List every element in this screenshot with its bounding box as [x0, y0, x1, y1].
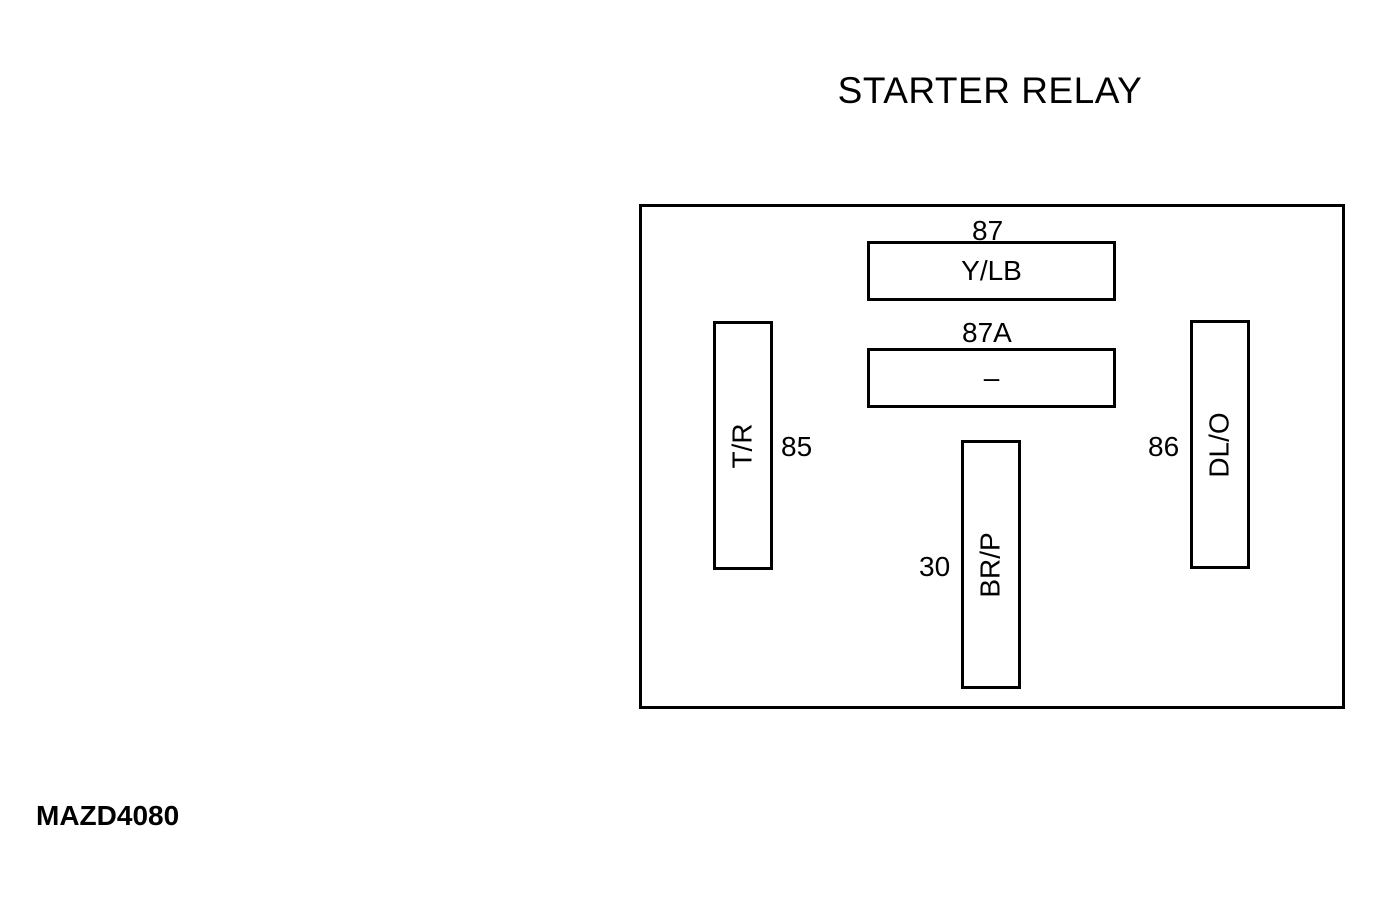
pin-87-number: 87 — [972, 215, 1004, 246]
pin-87a-wire-color: – — [983, 362, 1000, 393]
pin-87-wire-color: Y/LB — [961, 255, 1022, 286]
pin-30-terminal: BR/P — [961, 440, 1021, 689]
pin-86-terminal: DL/O — [1190, 320, 1250, 569]
pin-85-wire-color: T/R — [726, 422, 758, 469]
relay-outline: 87 Y/LB 87A – T/R 85 DL/O 86 BR/P 30 — [639, 204, 1345, 709]
pin-85-number: 85 — [781, 431, 813, 462]
pin-87-terminal: Y/LB — [867, 241, 1116, 301]
pin-86-number: 86 — [1148, 431, 1180, 462]
pin-30-number: 30 — [919, 551, 951, 582]
diagram-title: STARTER RELAY — [837, 70, 1143, 111]
figure-code: MAZD4080 — [36, 800, 180, 831]
pin-85-terminal: T/R — [713, 321, 773, 570]
pin-87a-terminal: – — [867, 348, 1116, 408]
pin-30-wire-color: BR/P — [975, 531, 1007, 598]
pin-86-wire-color: DL/O — [1204, 411, 1236, 478]
pin-87a-number: 87A — [962, 317, 1012, 348]
